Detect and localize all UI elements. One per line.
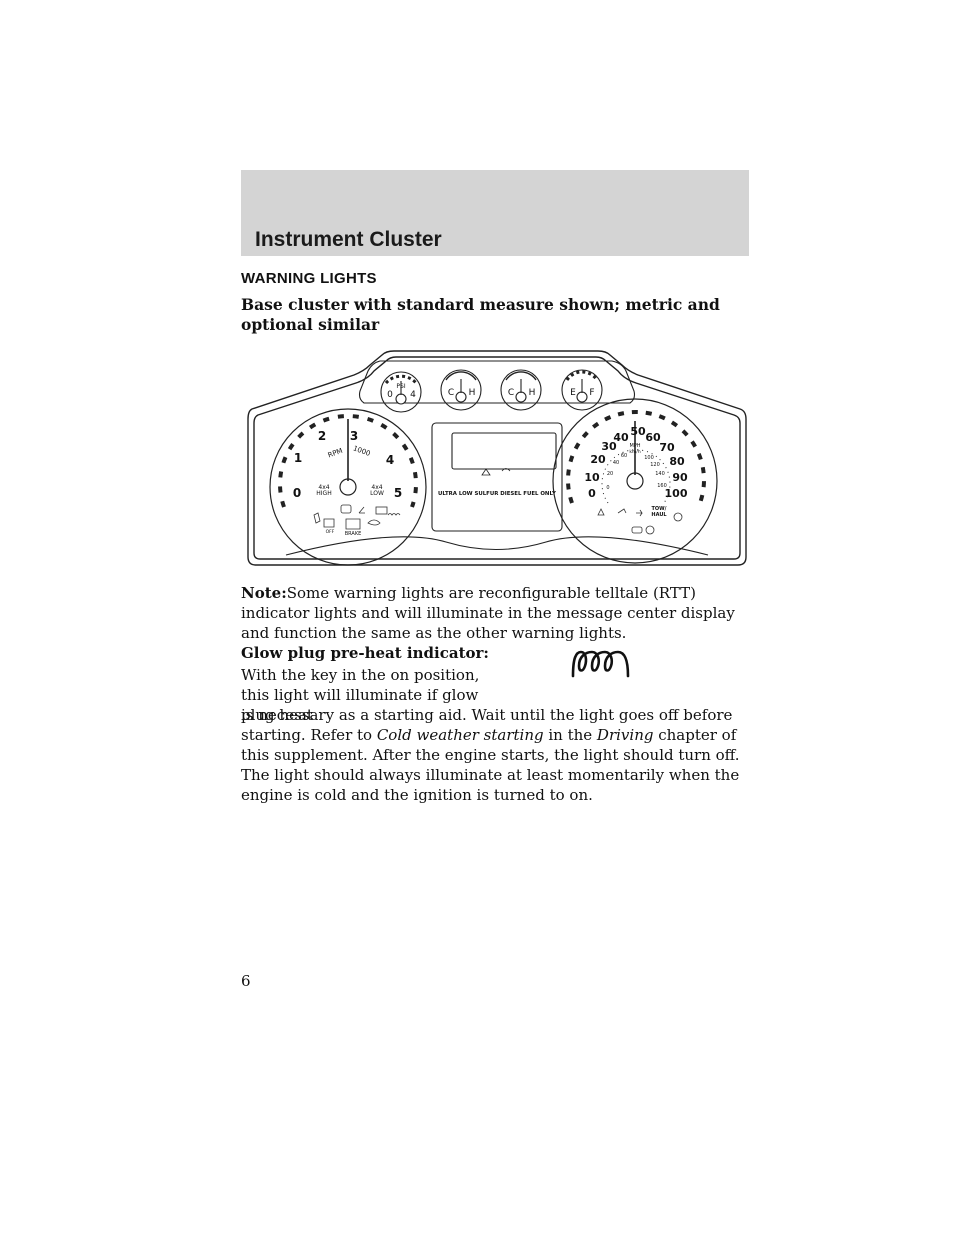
note-label: Note: [241, 584, 287, 602]
tire-pressure-icon [673, 512, 683, 522]
seatbelt-passenger-icon [617, 508, 627, 514]
tach-tick-2: 2 [318, 429, 326, 443]
battery-icon [375, 506, 388, 515]
turn-arrow-right-icon [636, 509, 643, 517]
glow-plug-title: Glow plug pre-heat indicator: [241, 644, 489, 662]
tow-haul-line2: HAUL [651, 512, 667, 518]
tach-rpm-label: RPM [327, 447, 344, 460]
instrument-cluster-illustration: 0 4 PSI C H C H E F 0 1 2 3 4 5 RPM 1000… [247, 350, 747, 566]
page-header-title: Instrument Cluster [255, 228, 442, 251]
header-band [241, 170, 749, 256]
tach-tick-0: 0 [293, 486, 301, 500]
kmh-tick-60: 60 [621, 453, 627, 459]
seatbelt-icon [313, 512, 321, 524]
four-low-line1: 4x4 [371, 484, 382, 491]
glow-plug-text-b: in the [543, 726, 597, 744]
glow-plug-icon [571, 650, 630, 678]
four-high-line2: HIGH [316, 490, 331, 497]
speed-unit-kmh: km/h [629, 449, 641, 455]
engine-temp-cold-label: C [508, 388, 514, 398]
speed-tick-40: 40 [613, 431, 629, 444]
trans-temp-cold-label: C [448, 388, 454, 398]
traction-off-label: OFF [326, 529, 335, 535]
tach-tick-4: 4 [386, 453, 394, 467]
section-subtitle: Base cluster with standard measure shown… [241, 295, 720, 334]
page-number: 6 [241, 972, 251, 990]
speed-tick-30: 30 [601, 440, 617, 453]
speed-tick-20: 20 [590, 453, 606, 466]
kmh-tick-140: 140 [655, 471, 665, 477]
kmh-tick-20: 20 [607, 471, 613, 477]
section-title: WARNING LIGHTS [241, 270, 377, 287]
oil-gauge-center-label: PSI [396, 383, 405, 390]
oil-gauge-high-label: 4 [410, 390, 416, 400]
oil-gauge-low-label: 0 [387, 390, 393, 400]
airbag-icon [597, 508, 605, 516]
brake-warning-icon [645, 525, 655, 535]
glow-plug-text-a: is necessary as a starting aid. Wait unt… [241, 706, 733, 744]
kmh-tick-0: 0 [606, 485, 609, 491]
note-paragraph: Note:Some warning lights are reconfigura… [241, 583, 761, 643]
brake-label: BRAKE [345, 531, 362, 537]
four-low-line2: LOW [370, 490, 384, 497]
oil-can-icon [367, 519, 381, 526]
fuel-notice-text: ULTRA LOW SULFUR DIESEL FUEL ONLY [438, 491, 556, 497]
glow-plug-text-c: chapter of this supplement. After the en… [241, 726, 740, 804]
four-high-line1: 4x4 [318, 484, 329, 491]
fuel-full-label: F [589, 388, 594, 398]
kmh-tick-160: 160 [657, 483, 667, 489]
cold-weather-starting-reference: Cold weather starting [376, 726, 544, 744]
speed-tick-90: 90 [672, 471, 688, 484]
kmh-tick-40: 40 [613, 460, 619, 466]
check-engine-icon [340, 504, 352, 514]
glow-plug-paragraph-1: With the key in the on position, this li… [241, 666, 480, 724]
speed-tick-0: 0 [588, 487, 596, 500]
tach-tick-3: 3 [350, 429, 358, 443]
speed-tick-10: 10 [584, 471, 600, 484]
brake-icon [345, 518, 361, 530]
tow-haul-line1: TOW/ [651, 506, 666, 512]
kmh-tick-100: 100 [644, 455, 654, 461]
traction-icon [323, 518, 335, 528]
driving-chapter-reference: Driving [596, 726, 654, 744]
glow-plug-small-icon [387, 513, 401, 516]
tach-tick-5: 5 [394, 486, 402, 500]
high-beam-icon [631, 526, 643, 534]
note-text: Some warning lights are reconfigurable t… [241, 584, 735, 642]
tach-tick-1: 1 [294, 451, 302, 465]
speed-tick-80: 80 [669, 455, 685, 468]
tach-multiplier-label: 1000 [352, 444, 371, 458]
speed-tick-100: 100 [665, 487, 688, 500]
engine-temp-hot-label: H [529, 388, 536, 398]
kmh-tick-120: 120 [650, 462, 660, 468]
speed-unit-mph: MPH [629, 443, 640, 449]
speed-tick-60: 60 [645, 431, 661, 444]
speed-tick-50: 50 [630, 425, 646, 438]
glow-plug-paragraph-2: is necessary as a starting aid. Wait unt… [241, 705, 761, 805]
turn-arrow-icon [358, 506, 365, 514]
speed-tick-70: 70 [659, 441, 675, 454]
trans-temp-hot-label: H [469, 388, 476, 398]
fuel-empty-label: E [570, 388, 576, 398]
